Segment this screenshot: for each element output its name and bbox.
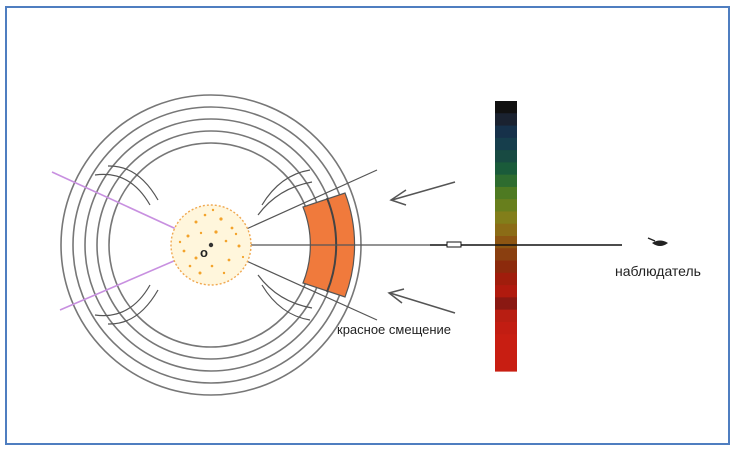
spectrum-segment: [495, 346, 517, 360]
spectrum-segment: [495, 248, 517, 262]
diagram-frame: [5, 6, 730, 445]
source-speckles: [178, 208, 245, 275]
spectrum-segment: [495, 309, 517, 323]
wave-crescent: [261, 169, 311, 206]
spectrum-segment: [495, 272, 517, 286]
spectrum-segment: [495, 260, 517, 274]
line-of-sight: [430, 241, 622, 248]
spectrum-bar: [495, 101, 517, 372]
spectrum-segment: [495, 125, 517, 139]
redshift-label: красное смещение: [337, 322, 452, 337]
spectrum-segment: [495, 199, 517, 213]
spectrum-segment: [495, 137, 517, 151]
sight-marker: [446, 241, 462, 248]
spectrum-segment: [495, 285, 517, 298]
spectrum-segment: [495, 334, 517, 348]
wave-crescent: [261, 284, 311, 321]
wave-crescent: [94, 173, 151, 206]
spectrum-segment: [495, 186, 517, 200]
wave-crescents-right: [257, 169, 313, 321]
spectrum-segment: [495, 150, 517, 163]
observer-eye-icon: [647, 237, 668, 246]
incoming-arrows: [387, 181, 456, 314]
light-source: [170, 204, 252, 286]
wave-crescent: [107, 165, 159, 201]
center-point: [208, 242, 214, 248]
wave-crescent: [107, 289, 159, 325]
wave-crescent: [257, 181, 313, 216]
spectrum-segment: [495, 297, 517, 311]
spectrum-segment: [495, 223, 517, 237]
spectrum-segment: [495, 162, 517, 176]
wave-crescent: [257, 274, 313, 309]
wave-crescent: [94, 284, 151, 317]
spectrum-segment: [495, 113, 517, 127]
spectrum-segment: [495, 321, 517, 335]
spectrum-segment: [495, 174, 517, 188]
spectrum-segment: [495, 236, 517, 249]
arrow-upper-head: [389, 189, 407, 206]
spectrum-segment: [495, 101, 517, 114]
wave-crescents-left: [94, 165, 159, 325]
spectrum-segment: [495, 358, 517, 372]
arrow-upper: [391, 181, 456, 201]
observer-label: наблюдатель: [615, 263, 701, 279]
arrow-lower: [389, 292, 456, 314]
arrow-lower-head: [387, 288, 405, 304]
center-label: o: [200, 245, 208, 260]
spectrum-segment: [495, 211, 517, 225]
